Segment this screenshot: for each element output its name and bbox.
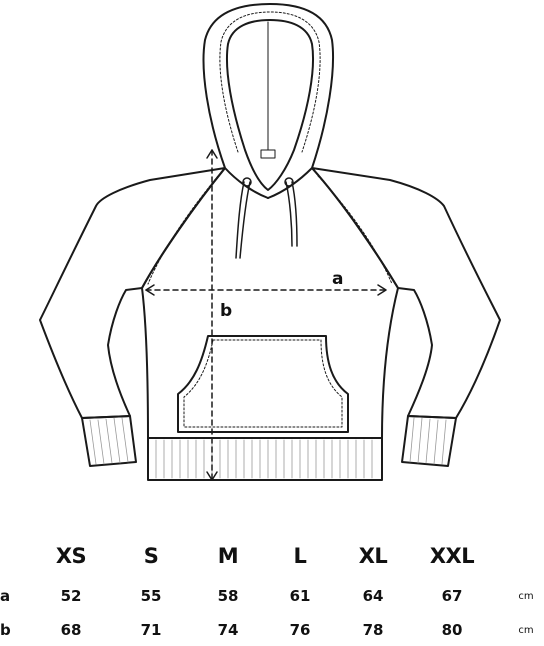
measure-b-arrow-bottom	[206, 471, 218, 481]
value-a-xl: 64	[362, 587, 384, 605]
value-b-l: 76	[289, 621, 311, 639]
value-a-s: 55	[140, 587, 162, 605]
pocket-stitch	[183, 339, 343, 428]
size-header-s: S	[143, 544, 159, 568]
left-eyelet	[242, 177, 252, 187]
right-sleeve	[311, 167, 501, 419]
size-header-m: M	[217, 544, 239, 568]
unit-a: cm	[518, 591, 534, 602]
left-cuff-rib	[89, 417, 129, 465]
value-a-m: 58	[217, 587, 239, 605]
size-header-xs: XS	[55, 544, 87, 568]
value-b-m: 74	[217, 621, 239, 639]
measure-a-arrow-left	[145, 284, 155, 296]
size-header-xl: XL	[358, 544, 388, 568]
hood-inner-stitch	[219, 11, 321, 153]
value-b-xl: 78	[362, 621, 384, 639]
left-cuff	[81, 415, 137, 467]
waistband-rib	[155, 439, 373, 479]
value-a-xs: 52	[60, 587, 82, 605]
measure-a-arrow-right	[377, 284, 387, 296]
left-raglan-stitch	[147, 175, 219, 285]
measure-b-arrow-top	[206, 149, 218, 159]
row-label-b: b	[0, 621, 11, 639]
value-b-xs: 68	[60, 621, 82, 639]
right-cuff-rib	[409, 417, 447, 465]
size-header-l: L	[293, 544, 307, 568]
value-b-s: 71	[140, 621, 162, 639]
value-a-xxl: 67	[441, 587, 463, 605]
size-header-xxl: XXL	[429, 544, 475, 568]
measure-a-label: a	[332, 269, 343, 289]
hood-opening	[225, 19, 315, 191]
row-label-a: a	[0, 587, 11, 605]
size-chart-table: XS S M L XL XXL a 52 55 58 61 64 67 cm b…	[0, 540, 544, 640]
hoodie-body	[141, 167, 399, 439]
right-cuff	[401, 415, 457, 467]
hoodie-diagram: a b	[39, 3, 501, 481]
measure-b-label: b	[220, 301, 232, 321]
unit-b: cm	[518, 625, 534, 636]
neck-label	[260, 149, 276, 159]
value-a-l: 61	[289, 587, 311, 605]
kangaroo-pocket	[177, 335, 349, 433]
waistband	[147, 437, 383, 481]
right-eyelet	[284, 177, 294, 187]
value-b-xxl: 80	[441, 621, 463, 639]
left-drawstring	[235, 181, 251, 259]
right-drawstring	[285, 181, 298, 247]
right-raglan-stitch	[317, 175, 393, 285]
